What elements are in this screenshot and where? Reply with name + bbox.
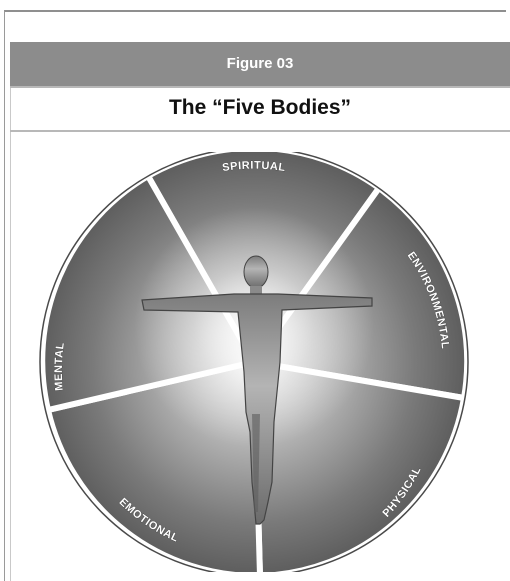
figure-number-header: Figure 03 — [10, 42, 510, 86]
header-divider — [10, 86, 510, 88]
figure-frame-divider — [10, 130, 11, 581]
human-figure — [141, 255, 373, 525]
wheel-outline — [39, 152, 469, 572]
figure-title: The “Five Bodies” — [168, 96, 352, 119]
label-mental-text: MENTAL — [53, 341, 67, 391]
five-bodies-diagram: SPIRITUAL ENVIRONMENTAL PHYSICAL EMOTION… — [39, 152, 471, 572]
figure-frame — [4, 10, 506, 581]
label-mental: MENTAL — [53, 341, 67, 391]
title-divider — [10, 130, 510, 132]
